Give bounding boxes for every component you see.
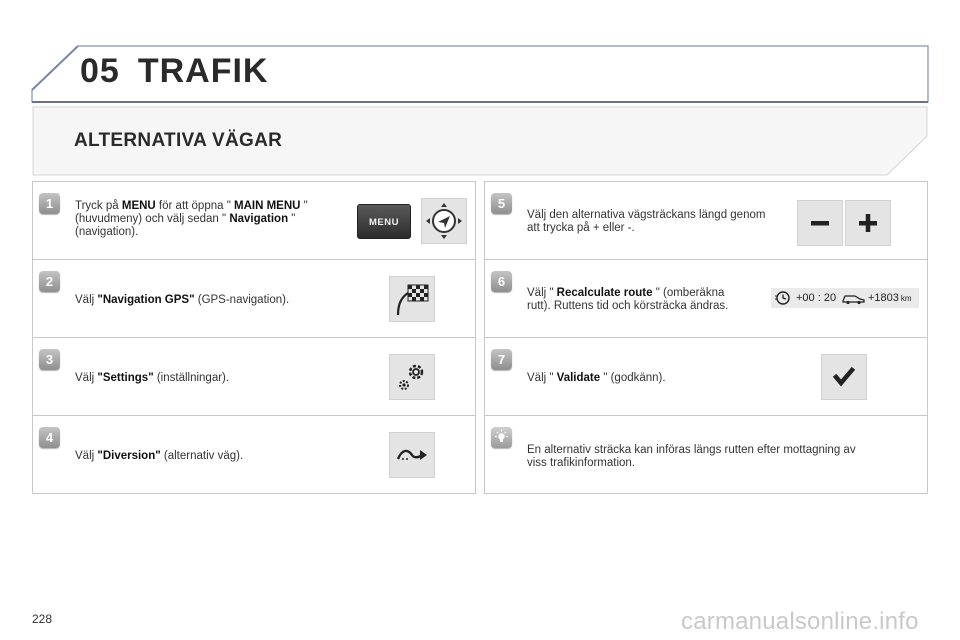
minus-icon[interactable] xyxy=(797,200,843,246)
text-part: för att öppna " xyxy=(155,200,234,212)
dpad-icon[interactable] xyxy=(421,198,467,244)
step-4: 4 Välj "Diversion" (alternativ väg). xyxy=(33,416,475,494)
text-part: (alternativ väg). xyxy=(160,450,244,462)
distance-delta: +1803 xyxy=(868,292,899,304)
page-number: 228 xyxy=(32,612,53,626)
step-2: 2 Välj "Navigation GPS" (GPS-navigation)… xyxy=(33,260,475,338)
car-icon xyxy=(842,295,865,305)
menu-button[interactable]: MENU xyxy=(357,204,411,239)
text-part: Välj den alternativa vägsträckans längd … xyxy=(527,209,766,221)
text-part: Välj " xyxy=(527,372,557,384)
chapter-title: TRAFIK xyxy=(137,52,269,90)
text-part: " (godkänn). xyxy=(600,372,666,384)
step-1: 1 Tryck på MENU för att öppna " MAIN MEN… xyxy=(33,182,475,260)
menu-label: MENU xyxy=(121,200,156,212)
step-badge: 1 xyxy=(39,193,60,214)
step-text: Välj " Validate " (godkänn). xyxy=(527,372,666,385)
tip-bulb-icon xyxy=(491,427,512,448)
checkered-flag-icon[interactable] xyxy=(389,276,435,322)
text-part: att trycka på + eller -. xyxy=(527,222,635,234)
step-text: Välj "Diversion" (alternativ väg). xyxy=(75,450,243,463)
step-badge: 6 xyxy=(491,271,512,292)
text-part: (inställningar). xyxy=(153,372,230,384)
option-label: Recalculate route xyxy=(556,287,653,299)
settings-gears-icon[interactable] xyxy=(389,354,435,400)
section-title: ALTERNATIVA VÄGAR xyxy=(74,130,283,151)
text-part: " xyxy=(300,200,308,212)
plus-icon[interactable] xyxy=(845,200,891,246)
steps-column-right: 5 Välj den alternativa vägsträckans läng… xyxy=(484,181,928,494)
step-badge: 7 xyxy=(491,349,512,370)
step-text: Välj "Settings" (inställningar). xyxy=(75,372,229,385)
option-label: "Navigation GPS" xyxy=(97,294,195,306)
main-menu-label: MAIN MENU xyxy=(233,200,301,212)
route-change-readout: +00 : 20 +1803 km xyxy=(771,288,919,308)
chapter-number: 05 xyxy=(80,52,120,90)
text-part: Välj " xyxy=(527,287,557,299)
step-3: 3 Välj "Settings" (inställningar). xyxy=(33,338,475,416)
chapter-heading: 05 TRAFIK xyxy=(80,52,268,91)
section-frame xyxy=(32,106,928,176)
step-7: 7 Välj " Validate " (godkänn). xyxy=(485,338,927,416)
text-part: viss trafikinformation. xyxy=(527,457,636,469)
text-part: Välj xyxy=(75,372,98,384)
text-part: rutt). Ruttens tid och körsträcka ändras… xyxy=(527,300,729,312)
tip-text: En alternativ sträcka kan införas längs … xyxy=(527,444,856,470)
clock-icon xyxy=(775,291,790,305)
option-label: "Settings" xyxy=(97,372,154,384)
distance-unit: km xyxy=(900,293,912,303)
watermark: carmanualsonline.info xyxy=(681,608,919,635)
time-delta: +00 : 20 xyxy=(796,292,837,304)
step-5: 5 Välj den alternativa vägsträckans läng… xyxy=(485,182,927,260)
option-label: "Diversion" xyxy=(97,450,161,462)
text-part: (huvudmeny) och välj sedan " xyxy=(75,213,230,225)
step-badge: 2 xyxy=(39,271,60,292)
text-part: " xyxy=(288,213,296,225)
navigation-label: Navigation xyxy=(229,213,289,225)
chapter-banner xyxy=(31,45,929,103)
step-text: Tryck på MENU för att öppna " MAIN MENU … xyxy=(75,200,308,239)
step-text: Välj " Recalculate route " (omberäkna ru… xyxy=(527,287,728,313)
checkmark-icon[interactable] xyxy=(821,354,867,400)
step-badge: 4 xyxy=(39,427,60,448)
tip-row: En alternativ sträcka kan införas längs … xyxy=(485,416,927,494)
text-part: " (omberäkna xyxy=(652,287,725,299)
step-6: 6 Välj " Recalculate route " (omberäkna … xyxy=(485,260,927,338)
step-text: Välj "Navigation GPS" (GPS-navigation). xyxy=(75,294,289,307)
step-badge: 3 xyxy=(39,349,60,370)
option-label: Validate xyxy=(556,372,601,384)
text-part: Tryck på xyxy=(75,200,122,212)
text-part: (GPS-navigation). xyxy=(194,294,290,306)
text-part: En alternativ sträcka kan införas längs … xyxy=(527,444,856,456)
diversion-icon[interactable] xyxy=(389,432,435,478)
step-text: Välj den alternativa vägsträckans längd … xyxy=(527,209,765,235)
text-part: (navigation). xyxy=(75,226,139,238)
text-part: Välj xyxy=(75,450,98,462)
text-part: Välj xyxy=(75,294,98,306)
step-badge: 5 xyxy=(491,193,512,214)
steps-column-left: 1 Tryck på MENU för att öppna " MAIN MEN… xyxy=(32,181,476,494)
